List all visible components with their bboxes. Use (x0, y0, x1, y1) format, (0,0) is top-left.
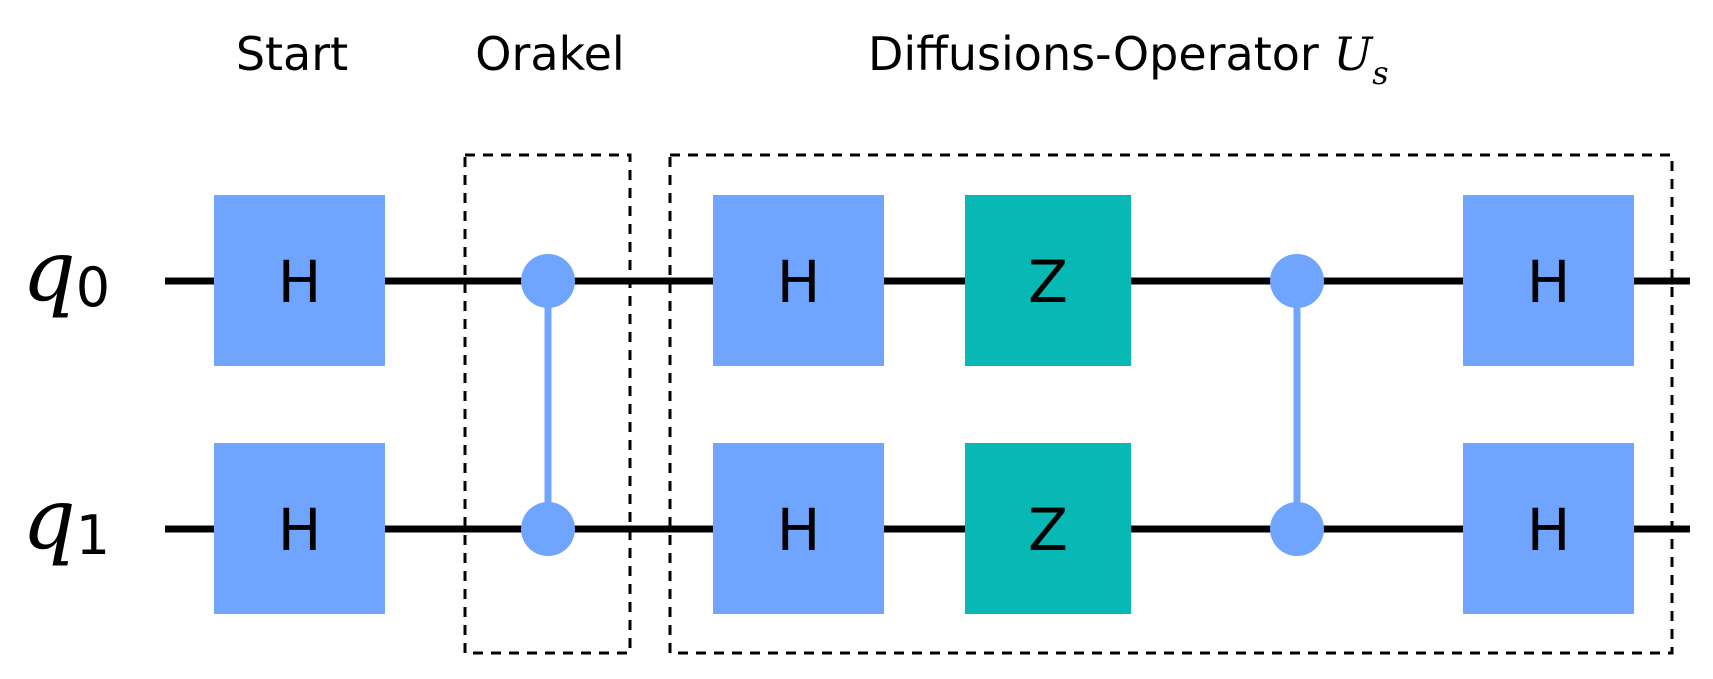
gate-label: H (777, 496, 821, 564)
start-title: Start (236, 27, 348, 81)
control-dot-q1 (1270, 502, 1324, 556)
gate-h-q0-diffusion-2: H (1463, 195, 1634, 366)
control-dot-q0 (1270, 254, 1324, 308)
qubit-q0-letter: q (22, 222, 76, 320)
gate-h-q1-diffusion-1: H (713, 443, 884, 614)
diffusion-box (668, 153, 1674, 655)
qubit-q1-index: 1 (76, 504, 110, 567)
qubit-q0-index: 0 (76, 256, 110, 319)
gate-label: H (278, 248, 322, 316)
diffusion-title: Diffusions-Operator Us (868, 27, 1389, 92)
gate-z-q1: Z (965, 443, 1131, 614)
qubit-q1-letter: q (22, 470, 76, 568)
gate-label: H (1527, 248, 1571, 316)
gate-label: Z (1028, 496, 1068, 564)
oracle-box (463, 153, 632, 655)
diffusion-cz-gate (1270, 254, 1324, 556)
gate-z-q0: Z (965, 195, 1131, 366)
gate-h-q0-diffusion-1: H (713, 195, 884, 366)
control-dot-q1 (521, 502, 575, 556)
gate-h-q1-start: H (214, 443, 385, 614)
diffusion-title-math: U (1333, 27, 1374, 81)
oracle-cz-gate (521, 254, 575, 556)
diffusion-title-math-sub: s (1372, 54, 1388, 92)
gate-label: H (278, 496, 322, 564)
control-dot-q0 (521, 254, 575, 308)
oracle-title: Orakel (475, 27, 624, 81)
qubit-label-q0: q0 (22, 222, 110, 320)
qubit-label-q1: q1 (22, 470, 110, 568)
diffusion-title-text: Diffusions-Operator (868, 27, 1333, 81)
gate-label: H (1527, 496, 1571, 564)
gate-h-q0-start: H (214, 195, 385, 366)
gate-label: H (777, 248, 821, 316)
gate-label: Z (1028, 248, 1068, 316)
gate-h-q1-diffusion-2: H (1463, 443, 1634, 614)
